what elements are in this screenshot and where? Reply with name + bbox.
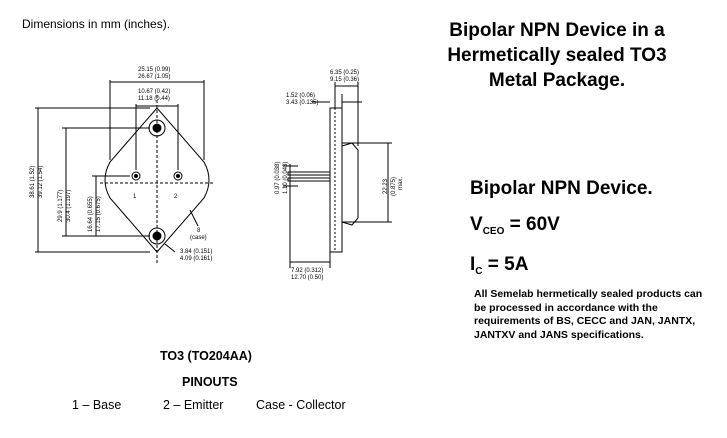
pinouts-heading: PINOUTS	[182, 375, 238, 389]
title-line: Bipolar NPN Device in a	[449, 20, 665, 41]
vceo-symbol: V	[470, 214, 483, 235]
dim-height-outer-min: 38.61 (1.52)	[30, 166, 36, 198]
dim-width-outer-min: 25.15 (0.99)	[138, 67, 170, 73]
dim-lead-dia-max: 1.10 (0.043)	[283, 162, 289, 194]
pin-2-lead	[173, 171, 183, 181]
vceo-spec: VCEO = 60V	[470, 214, 560, 237]
dim-hole-height-min: 29.9 (1.177)	[58, 190, 64, 222]
title-line: Hermetically sealed TO3	[447, 45, 667, 66]
vceo-subscript: CEO	[482, 226, 505, 237]
dim-top-max: 9.15 (0.36)	[330, 77, 359, 83]
lead	[287, 177, 331, 182]
dim-height-outer-max: 39.12 (1.54)	[38, 166, 44, 198]
dim-hole-spacing-max: 11.18 (0.44)	[138, 96, 170, 102]
dim-flange-max: 3.43 (0.135)	[286, 100, 318, 106]
pinout-emitter: 2 – Emitter	[163, 398, 224, 412]
dim-body-height: 22.23	[383, 178, 389, 194]
ic-spec: IC = 5A	[470, 254, 528, 277]
dim-pin-height-min: 16.64 (0.655)	[88, 196, 94, 232]
dim-body-height-inch: (0.875)	[391, 177, 397, 196]
page-title: Bipolar NPN Device in a Hermetically sea…	[412, 18, 702, 93]
front-view	[35, 80, 214, 265]
dimensions-note: Dimensions in mm (inches).	[22, 17, 171, 31]
dim-body-height-note: max.	[398, 177, 404, 190]
lead	[287, 171, 331, 176]
case-pin-label: 8	[197, 228, 201, 234]
dim-width-outer-max: 26.67 (1.05)	[138, 74, 170, 80]
ic-value: = 5A	[487, 254, 529, 275]
device-type: Bipolar NPN Device.	[470, 178, 653, 199]
pinout-case: Case - Collector	[256, 398, 346, 412]
processing-note: All Semelab hermetically sealed products…	[474, 288, 703, 341]
title-line: Metal Package.	[488, 70, 626, 91]
dim-radius-max: 4.09 (0.161)	[180, 256, 212, 262]
flange	[329, 107, 343, 253]
ic-subscript: C	[475, 266, 483, 277]
vceo-value: = 60V	[509, 214, 560, 235]
pin-1-label: 1	[133, 194, 137, 200]
pin-2-label: 2	[174, 194, 178, 200]
ic-symbol: I	[470, 254, 476, 275]
dim-flange-min: 1.52 (0.06)	[286, 93, 315, 99]
pin-1-lead	[131, 171, 141, 181]
dim-hole-height-max: 30.4 (1.197)	[66, 190, 72, 222]
dim-hole-spacing-min: 10.67 (0.42)	[138, 89, 170, 95]
case-pin-label: (case)	[190, 235, 207, 241]
dim-lead-dia-min: 0.97 (0.038)	[275, 162, 281, 194]
dim-top-min: 6.35 (0.25)	[330, 70, 359, 76]
dim-lead-length-max: 12.70 (0.50)	[291, 275, 323, 281]
pinout-base: 1 – Base	[72, 398, 122, 412]
dim-radius-min: 3.84 (0.151)	[180, 249, 212, 255]
package-name: TO3 (TO204AA)	[160, 349, 252, 363]
dim-pin-height-max: 17.15 (0.675)	[96, 196, 102, 232]
can-body	[341, 142, 359, 226]
side-view	[283, 82, 392, 268]
dim-lead-length-min: 7.92 (0.312)	[291, 268, 323, 274]
